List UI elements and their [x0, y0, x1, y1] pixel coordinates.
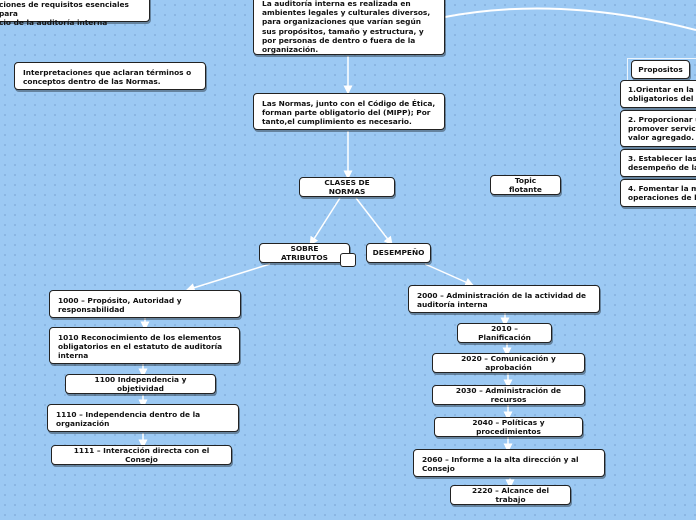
desempeno-item-2030[interactable]: 2030 – Administración de recursos [432, 385, 585, 405]
proposito-item-2[interactable]: 2. Proporcionar u promover servicio valo… [620, 110, 696, 147]
node-sobre-atributos[interactable]: SOBRE ATRIBUTOS [259, 243, 350, 263]
node-requisitos-esenciales[interactable]: ciones de requisitos esenciales para cio… [0, 0, 150, 27]
proposito-item-4[interactable]: 4. Fomentar la m operaciones de la [620, 179, 696, 207]
desempeno-item-2000[interactable]: 2000 – Administración de la actividad de… [408, 285, 600, 313]
node-clases-de-normas[interactable]: CLASES DE NORMAS [299, 177, 395, 197]
desempeno-item-2040[interactable]: 2040 – Políticas y procedimientos [434, 417, 583, 437]
node-topic-flotante[interactable]: Topic flotante [490, 175, 561, 195]
desempeno-item-2020[interactable]: 2020 – Comunicación y aprobación [432, 353, 585, 373]
proposito-item-1[interactable]: 1.Orientar en la a obligatorios del M [620, 80, 696, 108]
atributo-item-1110[interactable]: 1110 – Independencia dentro de la organi… [47, 404, 239, 432]
desempeno-item-2220[interactable]: 2220 – Alcance del trabajo [450, 485, 571, 505]
desempeno-item-2010[interactable]: 2010 – Planificación [457, 323, 552, 343]
node-interpretaciones[interactable]: Interpretaciones que aclaran términos o … [14, 62, 206, 90]
node-resize-handle[interactable] [340, 253, 356, 267]
proposito-item-3[interactable]: 3. Establecer las desempeño de la [620, 149, 696, 177]
atributo-item-1111[interactable]: 1111 – Interacción directa con el Consej… [51, 445, 232, 465]
desempeno-item-2060[interactable]: 2060 – Informe a la alta dirección y al … [413, 449, 605, 477]
connector-desempeno-2000 [424, 263, 475, 287]
atributo-item-1000[interactable]: 1000 – Propósito, Autoridad y responsabi… [49, 290, 241, 318]
connector-clases-desempeno [355, 197, 393, 246]
connector-clases-atributos [309, 197, 341, 246]
atributo-item-1100[interactable]: 1100 Independencia y objetividad [65, 374, 216, 394]
atributo-item-1010[interactable]: 1010 Reconocimiento de los elementos obl… [49, 327, 240, 364]
connector-curve-top [444, 7, 696, 31]
node-propositos[interactable]: Propositos [631, 60, 690, 79]
node-auditoria-interna[interactable]: La auditoría interna es realizada en amb… [253, 0, 445, 55]
node-normas-codigo[interactable]: Las Normas, junto con el Código de Ética… [253, 93, 445, 130]
connector-atributos-1000 [185, 263, 271, 292]
node-desempeno[interactable]: DESEMPEÑO [366, 243, 431, 263]
